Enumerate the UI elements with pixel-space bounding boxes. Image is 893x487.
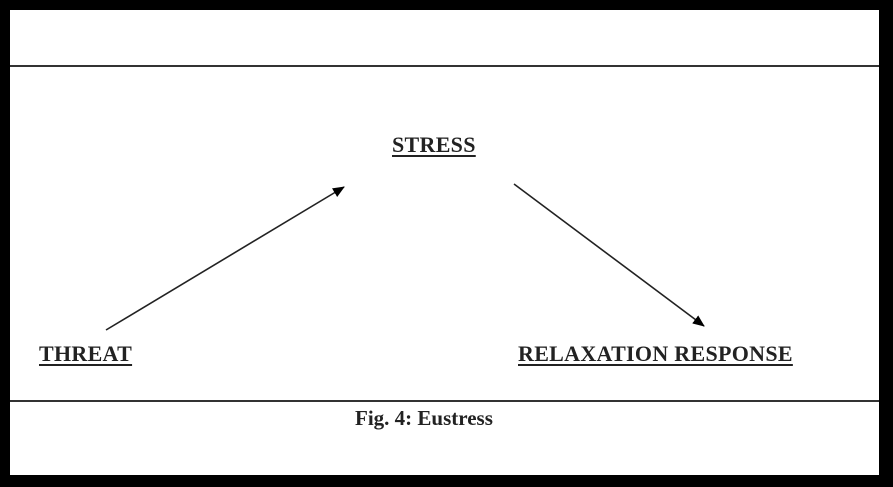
figure-caption: Fig. 4: Eustress xyxy=(355,406,493,430)
node-stress: STRESS xyxy=(392,132,476,157)
node-relaxation-response: RELAXATION RESPONSE xyxy=(518,341,793,366)
figure-panel: STRESS THREAT RELAXATION RESPONSE Fig. 4… xyxy=(10,10,879,475)
top-divider xyxy=(10,65,879,67)
node-threat: THREAT xyxy=(39,341,133,366)
bottom-divider xyxy=(10,400,879,402)
arrow-stress-to-relaxation xyxy=(513,183,705,327)
arrow-threat-to-stress xyxy=(105,186,345,331)
arrows-layer xyxy=(105,183,705,331)
